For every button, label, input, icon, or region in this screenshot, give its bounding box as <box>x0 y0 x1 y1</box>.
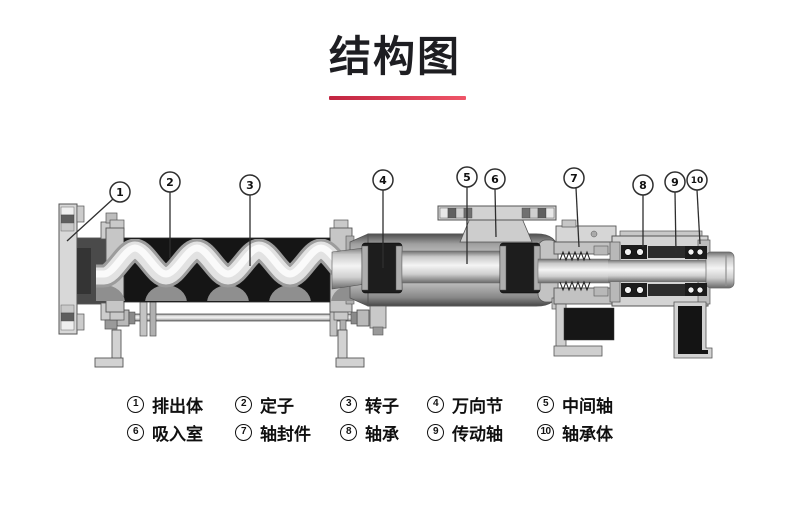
callout-10: 10 <box>686 169 708 245</box>
legend-item-5: 5 中间轴 <box>537 392 613 417</box>
universal-joint-right <box>499 242 541 294</box>
legend-label-1: 排出体 <box>152 396 203 416</box>
svg-text:9: 9 <box>671 176 679 189</box>
callout-5: 5 <box>456 166 478 264</box>
legend-label-10: 轴承体 <box>562 424 613 444</box>
rotor <box>96 239 354 301</box>
svg-text:8: 8 <box>639 179 647 192</box>
support-foot-left <box>94 329 124 368</box>
svg-text:6: 6 <box>491 173 499 186</box>
legend-item-10: 10 轴承体 <box>537 420 613 445</box>
legend-label-4: 万向节 <box>452 396 503 416</box>
drive-shaft <box>608 251 735 289</box>
callouts: 1 2 3 4 5 6 7 8 9 10 <box>66 166 708 268</box>
support-foot-right <box>335 329 365 368</box>
title-underline <box>329 96 466 100</box>
callout-2: 2 <box>159 171 181 258</box>
circled-number-6: 6 <box>127 423 144 441</box>
svg-text:10: 10 <box>691 176 704 186</box>
legend-item-1: 1 排出体 <box>127 392 235 417</box>
seal-pedestal <box>553 303 615 357</box>
universal-joint-left <box>361 242 403 294</box>
svg-text:1: 1 <box>116 186 124 199</box>
page-title: 结构图 <box>328 33 461 80</box>
legend-item-6: 6 吸入室 <box>127 420 235 445</box>
circled-number-5: 5 <box>537 395 554 413</box>
svg-text:4: 4 <box>379 174 387 187</box>
circled-number-2: 2 <box>235 395 252 413</box>
legend-row-1: 1 排出体 2 定子 3 转子 4 万向节 5 中间轴 <box>127 392 613 417</box>
legend-item-9: 9 传动轴 <box>427 420 537 445</box>
legend-item-2: 2 定子 <box>235 392 340 417</box>
bearing-body-foot <box>673 301 713 359</box>
circled-number-9: 9 <box>427 423 444 441</box>
callout-8: 8 <box>632 174 654 247</box>
callout-1: 1 <box>66 181 131 242</box>
legend-label-3: 转子 <box>365 396 399 416</box>
legend-label-5: 中间轴 <box>562 396 613 416</box>
circled-number-10: 10 <box>537 423 554 441</box>
legend-label-9: 传动轴 <box>452 424 503 444</box>
legend-label-6: 吸入室 <box>152 424 203 444</box>
legend-item-4: 4 万向节 <box>427 392 537 417</box>
legend-item-7: 7 轴封件 <box>235 420 340 445</box>
callout-4: 4 <box>372 169 394 268</box>
legend-label-7: 轴封件 <box>260 424 311 444</box>
circled-number-3: 3 <box>340 395 357 413</box>
legend-label-8: 轴承 <box>365 424 399 444</box>
bearing-right <box>685 246 707 296</box>
callout-3: 3 <box>239 174 261 266</box>
svg-text:2: 2 <box>166 176 174 189</box>
bearing-left <box>621 245 686 297</box>
circled-number-8: 8 <box>340 423 357 441</box>
circled-number-7: 7 <box>235 423 252 441</box>
callout-9: 9 <box>664 171 686 254</box>
circled-number-4: 4 <box>427 395 444 413</box>
legend-item-3: 3 转子 <box>340 392 427 417</box>
legend-item-8: 8 轴承 <box>340 420 427 445</box>
svg-text:3: 3 <box>246 179 254 192</box>
legend-label-2: 定子 <box>260 396 294 416</box>
callout-6: 6 <box>484 168 506 238</box>
svg-text:5: 5 <box>463 171 471 184</box>
legend-row-2: 6 吸入室 7 轴封件 8 轴承 9 传动轴 10 轴承体 <box>127 420 613 445</box>
circled-number-1: 1 <box>127 395 144 413</box>
callout-7: 7 <box>563 167 585 248</box>
intermediate-shaft <box>401 250 501 284</box>
svg-text:7: 7 <box>570 172 578 185</box>
